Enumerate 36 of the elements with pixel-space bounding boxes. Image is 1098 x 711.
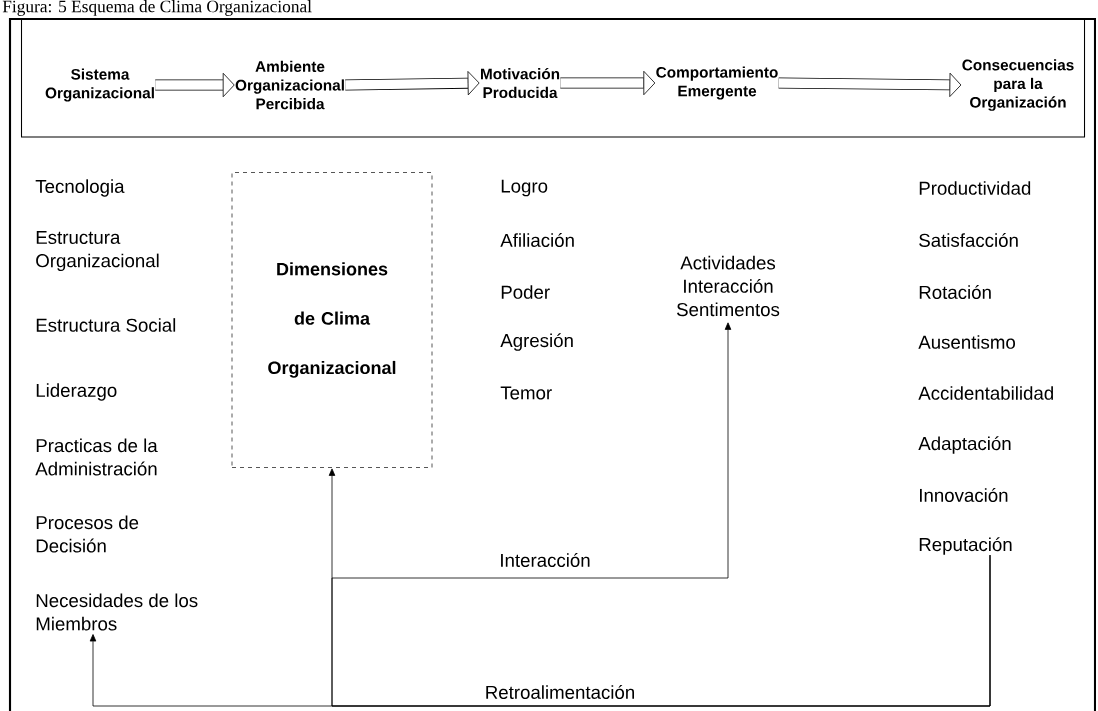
header-box: [20, 18, 1086, 138]
item-label: Afiliación: [500, 233, 574, 247]
item-label: Adaptación: [918, 436, 1011, 454]
item-label: Practicas de la Administración: [35, 438, 158, 476]
activity-label: Actividades Interacción Sentimentos: [677, 255, 780, 317]
edge-label: Interacción: [498, 551, 592, 569]
item-label: Productividad: [919, 181, 1031, 195]
edge-label: Retroalimentación: [483, 683, 637, 701]
item-label: Logro: [501, 179, 548, 197]
figure-title: Figura: 5 Esquema de Clima Organizacional: [2, 0, 312, 16]
item-label: Satisfacción: [919, 233, 1018, 247]
block-arrow: [345, 71, 480, 96]
block-arrow: [155, 72, 235, 98]
block-arrow: [778, 72, 962, 97]
stage-label: Consecuencias para la Organización: [962, 59, 1074, 111]
block-arrow: [560, 70, 656, 96]
item-label: Rotación: [919, 285, 991, 299]
item-label: Temor: [500, 386, 552, 400]
item-label: Poder: [501, 285, 550, 299]
stage-label: Comportamiento Emergente: [656, 66, 778, 100]
item-label: Tecnologia: [35, 179, 125, 197]
item-label: Estructura Organizacional: [36, 231, 159, 271]
item-label: Ausentismo: [918, 335, 1015, 349]
stage-label: Ambiente Organizacional Percibida: [235, 60, 344, 110]
item-label: Accidentabilidad: [918, 386, 1053, 400]
item-label: Agresión: [500, 333, 573, 351]
stage-label: Sistema Organizacional: [45, 68, 154, 102]
item-label: Innovación: [920, 488, 1008, 502]
item-label: Estructura Social: [36, 318, 176, 332]
item-label: Procesos de Decisión: [36, 515, 139, 553]
item-label: Liderazgo: [36, 383, 117, 401]
feedback-arrow: [331, 322, 991, 707]
dimension-box: Dimensiones de Clima Organizacional: [231, 172, 433, 468]
item-label: Necesidades de los Miembros: [36, 593, 198, 631]
item-label: Reputación: [919, 537, 1012, 555]
stage-label: Motivación Producida: [481, 67, 560, 99]
